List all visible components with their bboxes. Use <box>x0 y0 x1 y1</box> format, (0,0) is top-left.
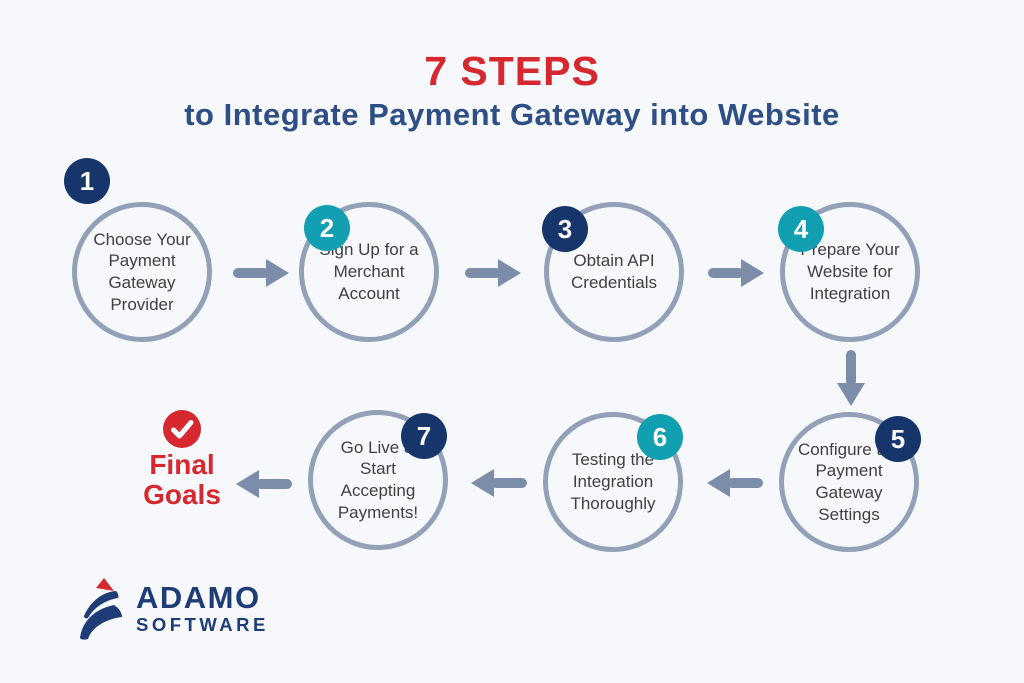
step-2-number-badge: 2 <box>304 205 350 251</box>
step-5-number-badge: 5 <box>875 416 921 462</box>
page-title: 7 STEPS <box>424 48 600 94</box>
step-7-number-badge: 7 <box>401 413 447 459</box>
step-3-label: Obtain API Credentials <box>571 251 657 292</box>
step-1: Choose Your Payment Gateway Provider 1 <box>64 158 212 342</box>
adamo-logo: ADAMO SOFTWARE <box>78 576 269 640</box>
step-1-label: Choose Your Payment Gateway Provider <box>93 229 191 314</box>
arrow-right-icon <box>233 258 289 288</box>
logo-name: ADAMO <box>136 579 261 615</box>
adamo-logo-text: ADAMO SOFTWARE <box>136 582 269 635</box>
final-goals-label: Final Goals <box>143 449 221 510</box>
step-4-number-badge: 4 <box>778 206 824 252</box>
step-2: Sign Up for a Merchant Account 2 <box>299 202 439 342</box>
arrow-right-icon <box>708 258 764 288</box>
step-4-circle: Prepare Your Website for Integration <box>780 202 920 342</box>
step-7: Go Live & Start Accepting Payments! 7 <box>308 410 448 550</box>
step-2-label: Sign Up for a Merchant Account <box>319 240 419 303</box>
step-3-circle: Obtain API Credentials <box>544 202 684 342</box>
step-2-circle: Sign Up for a Merchant Account <box>299 202 439 342</box>
arrow-left-icon <box>236 469 292 499</box>
arrow-right-icon <box>465 258 521 288</box>
page-subtitle: to Integrate Payment Gateway into Websit… <box>184 97 840 132</box>
step-5-label: Configure the Payment Gateway Settings <box>797 439 901 524</box>
step-6-circle: Testing the Integration Thoroughly <box>543 412 683 552</box>
step-6: Testing the Integration Thoroughly 6 <box>543 412 683 552</box>
step-7-label: Go Live & Start Accepting Payments! <box>337 437 419 522</box>
step-4: Prepare Your Website for Integration 4 <box>778 202 920 342</box>
step-6-number-badge: 6 <box>637 414 683 460</box>
arrow-left-icon <box>471 468 527 498</box>
adamo-logo-icon <box>78 576 126 640</box>
arrow-left-icon <box>707 468 763 498</box>
step-7-circle: Go Live & Start Accepting Payments! <box>308 410 448 550</box>
logo-subname: SOFTWARE <box>136 613 269 635</box>
step-6-label: Testing the Integration Thoroughly <box>570 450 656 513</box>
step-5: Configure the Payment Gateway Settings 5 <box>779 412 921 552</box>
step-5-circle: Configure the Payment Gateway Settings <box>779 412 919 552</box>
step-3-number-badge: 3 <box>542 206 588 252</box>
check-icon <box>163 410 201 448</box>
step-3: Obtain API Credentials 3 <box>542 202 684 342</box>
step-4-label: Prepare Your Website for Integration <box>800 240 900 303</box>
step-1-number-badge: 1 <box>64 158 110 204</box>
step-1-circle: Choose Your Payment Gateway Provider <box>72 202 212 342</box>
arrow-down-icon <box>836 350 866 406</box>
